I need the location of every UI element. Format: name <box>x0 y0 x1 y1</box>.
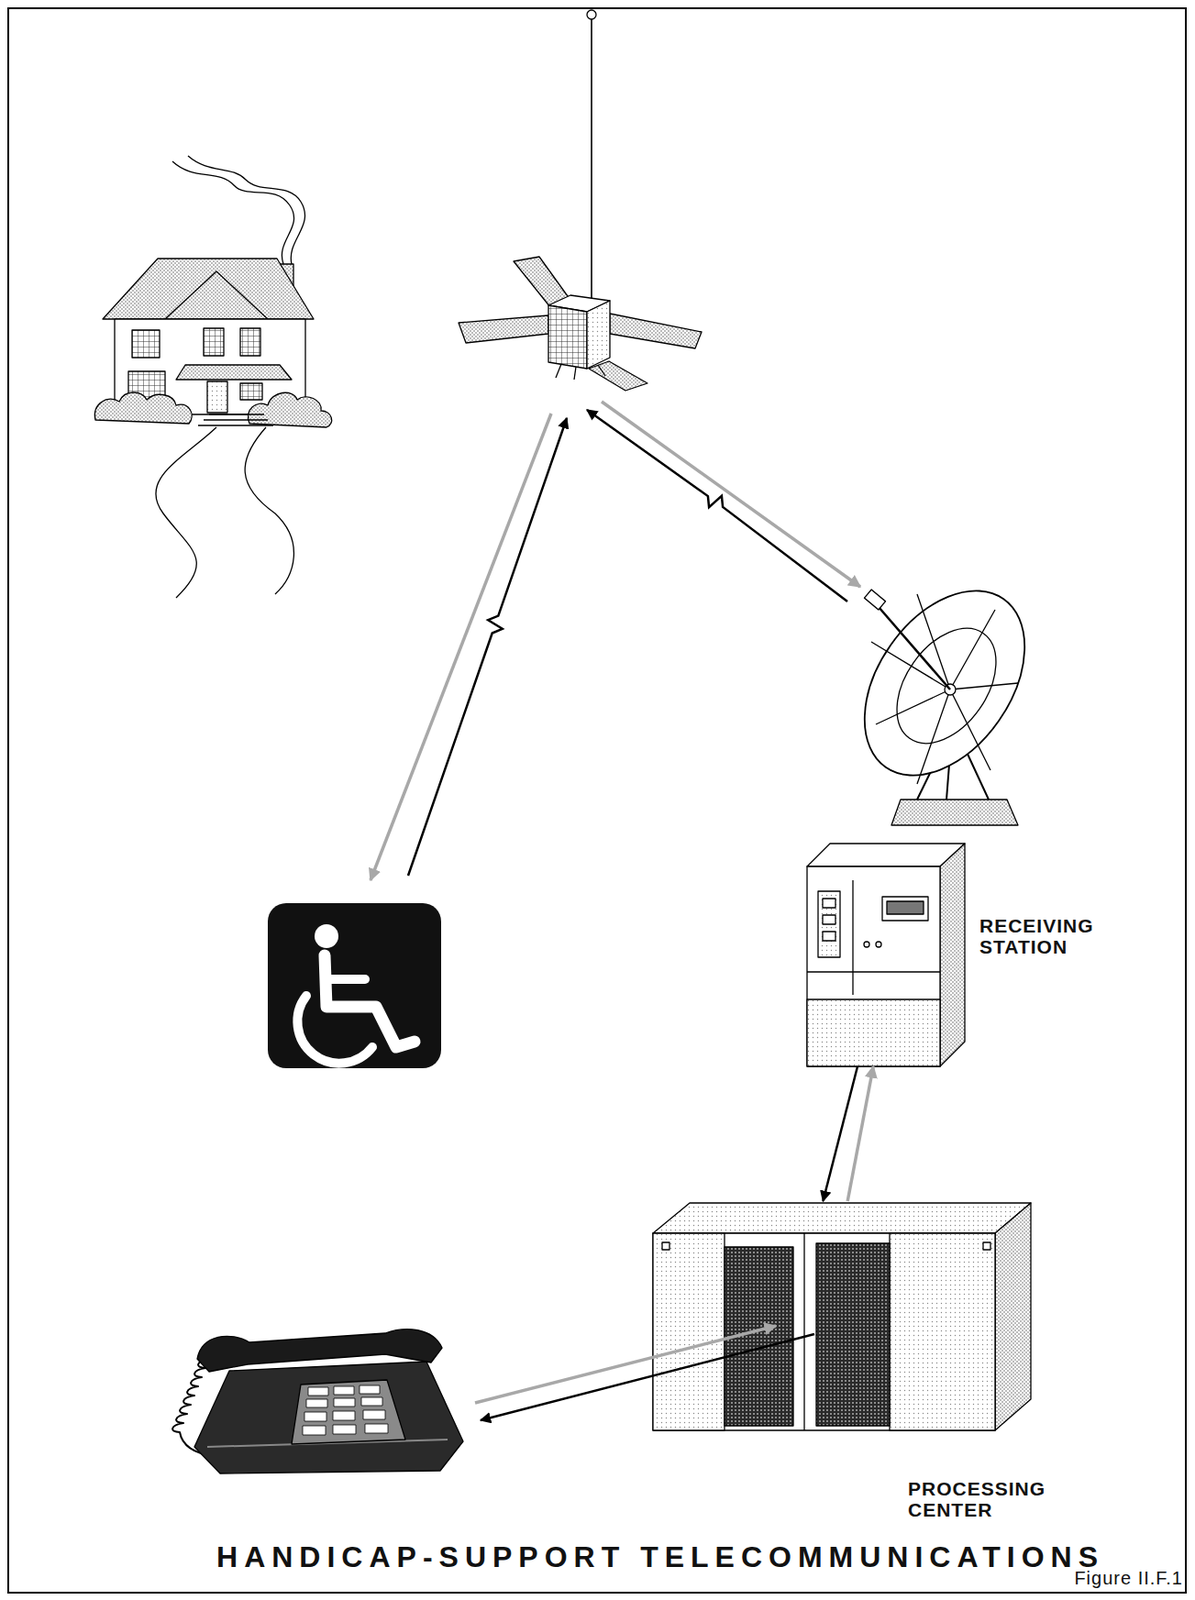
signal-arrow <box>475 1326 776 1404</box>
equipment-node: RECEIVING STATION <box>807 843 965 1067</box>
diagram-title: HANDICAP-SUPPORT TELECOMMUNICATIONS <box>91 1542 1195 1572</box>
wheelchair-symbol <box>267 903 442 1069</box>
receiving-station-cabinet <box>807 843 965 1067</box>
satellite <box>458 10 702 391</box>
house <box>94 155 332 598</box>
node-label: PROCESSING CENTER <box>907 1479 1046 1521</box>
signal-arrow <box>370 413 552 881</box>
processing-center-cabinet <box>652 1203 1031 1431</box>
satellite-dish <box>831 561 1058 826</box>
signal-arrow <box>408 418 567 876</box>
node-label: RECEIVING STATION <box>979 916 1118 958</box>
data-link-arrow <box>847 1066 874 1202</box>
data-link-arrow <box>822 1066 858 1202</box>
equipment-node: PROCESSING CENTER <box>652 1201 1031 1431</box>
signal-arrow <box>601 401 861 587</box>
frame-border <box>8 8 1186 1594</box>
figure-caption: Figure II.F.1 <box>1073 1569 1184 1588</box>
telephone <box>172 1329 464 1474</box>
signal-arrow <box>586 409 848 602</box>
signal-arrow <box>480 1334 815 1421</box>
